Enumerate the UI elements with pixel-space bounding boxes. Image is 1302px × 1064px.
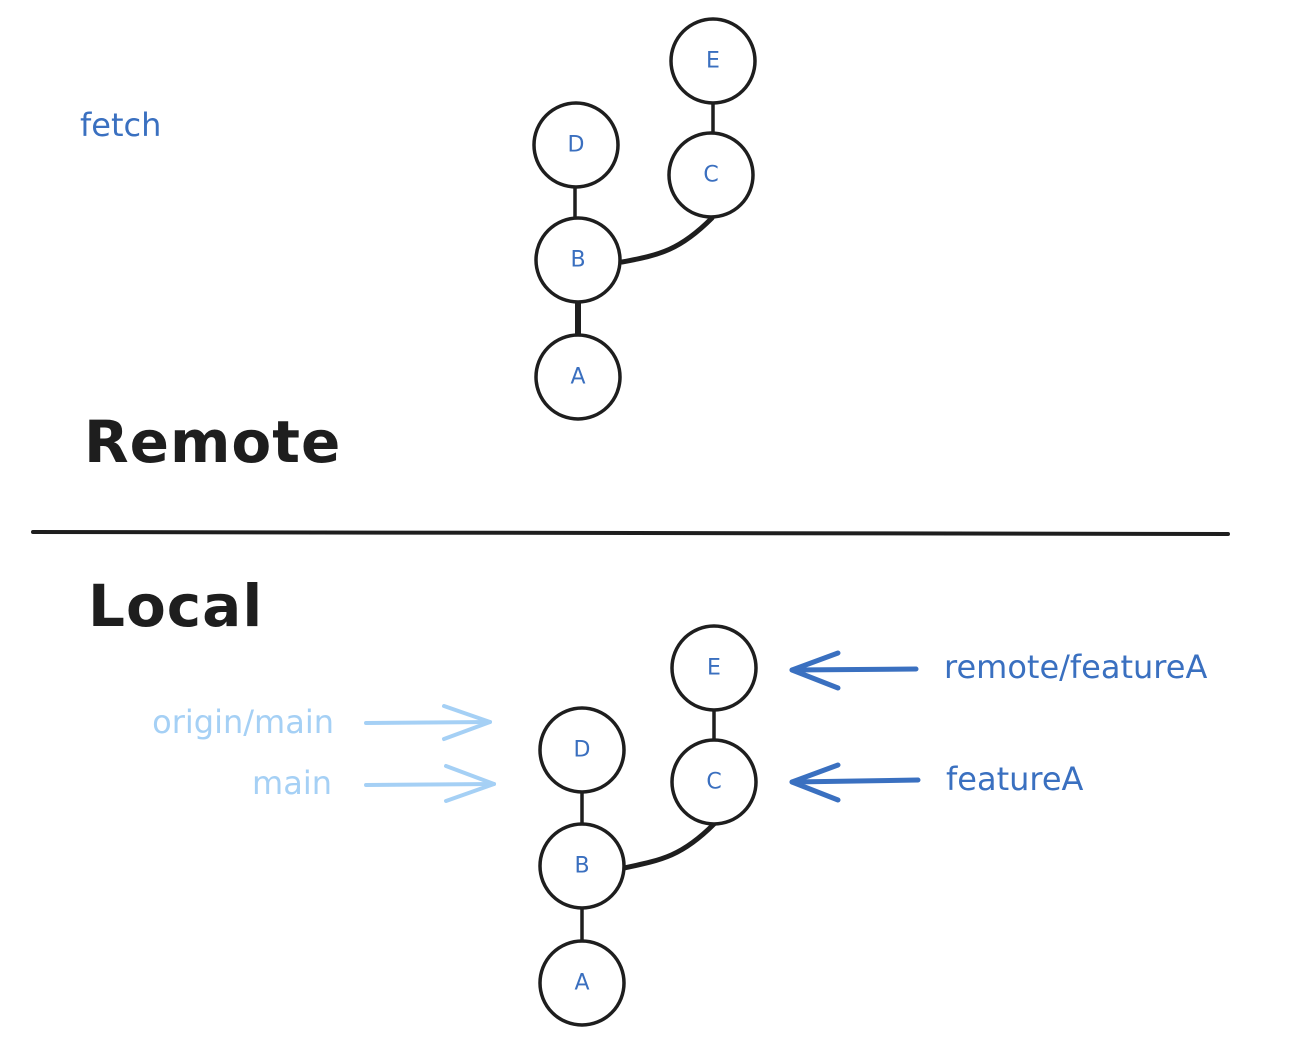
ref-label-remote-featurea: remote/featureA bbox=[944, 648, 1208, 686]
ref-label-featurea: featureA bbox=[946, 760, 1084, 798]
edge-b-c bbox=[619, 215, 715, 265]
commit-node-d[interactable]: D bbox=[532, 101, 620, 189]
commit-label: B bbox=[574, 854, 589, 879]
commit-label: C bbox=[703, 163, 718, 188]
ref-label-origin-main: origin/main bbox=[152, 703, 334, 741]
commit-label: C bbox=[706, 770, 721, 795]
arrow-origin-main bbox=[364, 704, 492, 741]
commit-node-e[interactable]: E bbox=[669, 17, 757, 105]
remote-section-title: Remote bbox=[84, 408, 342, 476]
commit-node-b[interactable]: B bbox=[534, 216, 622, 304]
commit-label: D bbox=[574, 738, 591, 763]
commit-node-c[interactable]: C bbox=[667, 131, 755, 219]
commit-label: A bbox=[574, 971, 589, 996]
commit-node-a[interactable]: A bbox=[538, 939, 626, 1027]
fetch-annotation: fetch bbox=[80, 106, 162, 144]
commit-label: A bbox=[570, 365, 585, 390]
commit-label: E bbox=[706, 49, 720, 74]
commit-node-d[interactable]: D bbox=[538, 706, 626, 794]
arrow-remote-featurea bbox=[789, 650, 919, 691]
arrow-featurea bbox=[789, 762, 921, 803]
commit-label: E bbox=[707, 656, 721, 681]
local-graph: E D C B A bbox=[538, 624, 758, 1027]
commit-node-a[interactable]: A bbox=[534, 333, 622, 421]
local-section-title: Local bbox=[88, 572, 264, 640]
edge-b-c bbox=[621, 821, 717, 871]
remote-graph: E D C B A bbox=[532, 17, 757, 421]
commit-node-e[interactable]: E bbox=[670, 624, 758, 712]
arrow-main bbox=[364, 764, 496, 803]
section-divider bbox=[31, 530, 1230, 536]
commit-node-b[interactable]: B bbox=[538, 822, 626, 910]
commit-label: D bbox=[568, 133, 585, 158]
commit-node-c[interactable]: C bbox=[670, 738, 758, 826]
ref-label-main: main bbox=[252, 764, 332, 802]
commit-label: B bbox=[570, 248, 585, 273]
